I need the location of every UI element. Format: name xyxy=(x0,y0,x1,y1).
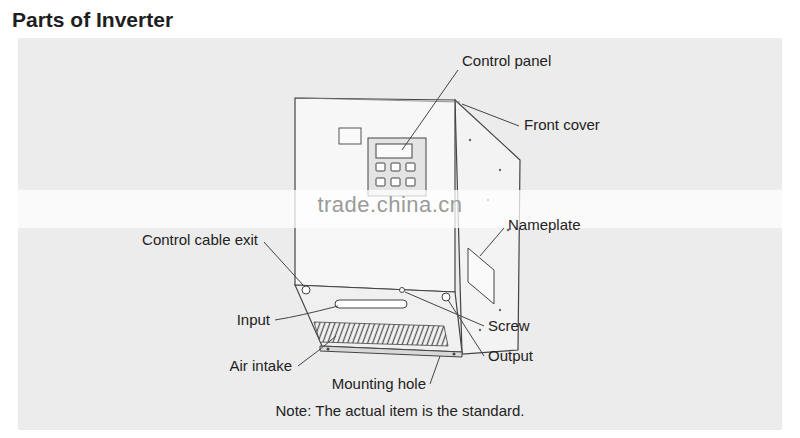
part-label: Air intake xyxy=(229,357,292,375)
input-slot xyxy=(335,300,407,308)
air-intake xyxy=(314,322,448,346)
watermark-band xyxy=(0,190,800,228)
control-panel xyxy=(368,138,426,196)
part-label: Mounting hole xyxy=(332,375,426,393)
background-panel xyxy=(18,38,782,430)
part-label: Input xyxy=(237,311,270,329)
part-label: Output xyxy=(488,347,533,365)
cable-exit xyxy=(302,286,310,294)
part-label: Screw xyxy=(488,317,530,335)
mounting-flange xyxy=(320,346,462,357)
watermark: trade.china.cn xyxy=(317,196,462,214)
bottom-face xyxy=(295,285,462,352)
title: Parts of Inverter xyxy=(12,8,173,32)
note: Note: The actual item is the standard. xyxy=(275,402,524,420)
part-label: Control cable exit xyxy=(142,231,258,249)
screw xyxy=(400,288,405,293)
part-label: Nameplate xyxy=(508,216,581,234)
part-label: Control panel xyxy=(462,52,551,70)
part-label: Front cover xyxy=(524,116,600,134)
nameplate xyxy=(468,248,494,304)
window xyxy=(339,128,361,144)
